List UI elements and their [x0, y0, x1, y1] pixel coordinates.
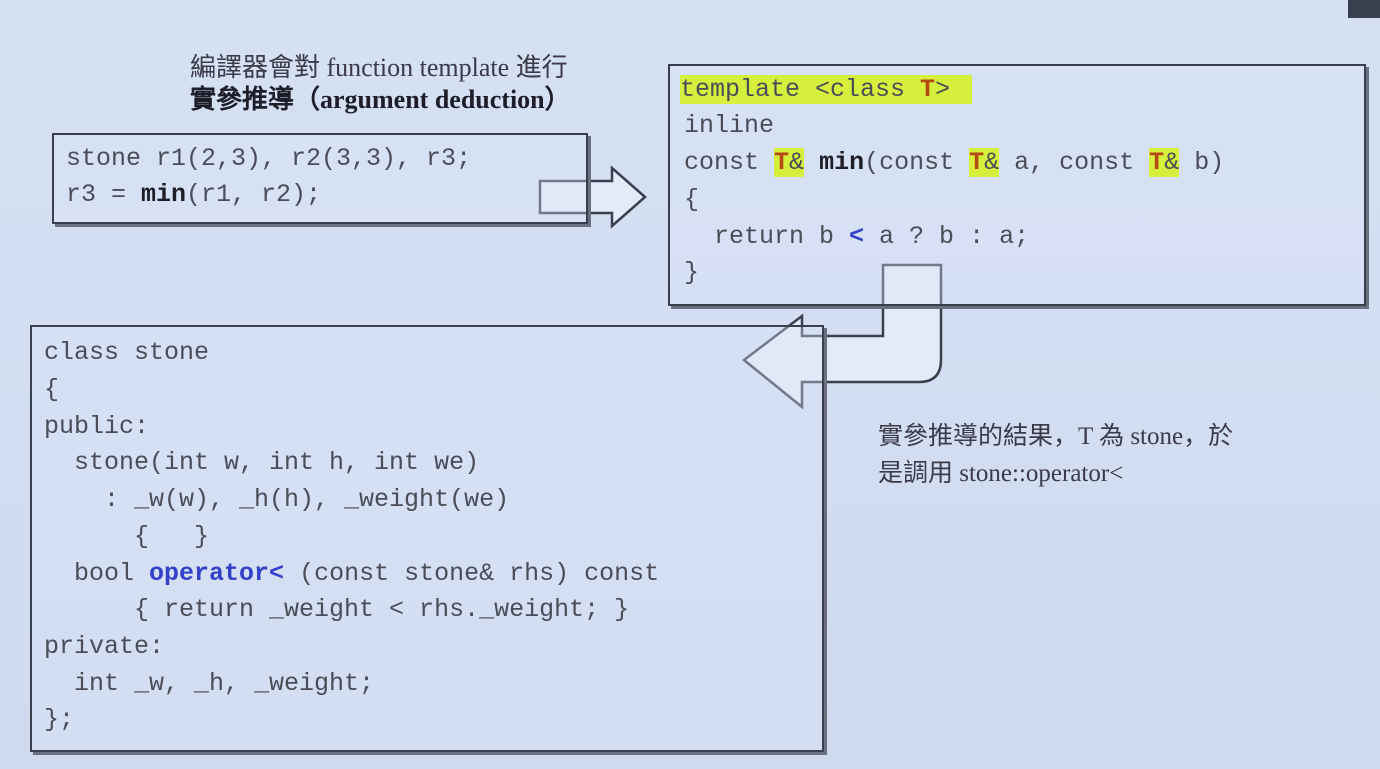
code-line: int _w, _h, _weight; — [44, 669, 375, 698]
code-line: { } — [44, 522, 210, 551]
code-line: stone r1(2,3), r2(3,3), r3; — [66, 144, 472, 173]
caption-result: 實參推導的結果，T 為 stone，於 是調用 stone::operator< — [878, 418, 1233, 492]
type-param: T — [920, 75, 936, 104]
code-line: bool operator< (const stone& rhs) const — [44, 556, 659, 592]
code-line: stone(int w, int h, int we) — [44, 448, 480, 477]
code-min: min — [819, 148, 865, 177]
type-param: T — [774, 148, 790, 177]
code-text: const — [684, 148, 775, 177]
code-text: return b — [684, 222, 850, 251]
template-code-box: template <class T> inline const T& min(c… — [668, 64, 1366, 306]
code-line: } — [684, 258, 700, 287]
code-line: const T& min(const T& a, const T& b) — [684, 145, 1224, 181]
class-code-box: class stone { public: stone(int w, int h… — [30, 325, 824, 752]
corner-icon — [1348, 0, 1380, 18]
code-line: template <class T> — [680, 72, 973, 108]
code-line: { — [684, 185, 700, 214]
code-line: { — [44, 375, 60, 404]
code-line: inline — [684, 111, 775, 140]
right-arrow-icon — [538, 165, 647, 229]
caption-bold: argument deduction — [320, 85, 545, 114]
highlight: template <class T> — [680, 75, 973, 104]
highlight: T& — [969, 148, 1000, 177]
caption-result-line2: 是調用 stone::operator< — [878, 460, 1124, 487]
bent-arrow-icon — [741, 263, 943, 410]
caption-top: 編譯器會對 function template 進行 實參推導（argument… — [190, 52, 571, 116]
code-text: & — [1164, 148, 1180, 177]
code-text: (const — [864, 148, 970, 177]
operator-less-than: operator< — [149, 559, 285, 588]
highlight: T& — [1149, 148, 1180, 177]
call-code-box: stone r1(2,3), r2(3,3), r3; r3 = min(r1,… — [52, 133, 588, 224]
caption-prefix: 實參推導（ — [190, 85, 321, 114]
code-text: template <class — [680, 75, 921, 104]
code-text: b) — [1179, 148, 1225, 177]
code-line: class stone — [44, 338, 210, 367]
caption-top-line2: 實參推導（argument deduction） — [190, 84, 571, 116]
code-text: & — [984, 148, 1000, 177]
code-text: a ? b : a; — [864, 222, 1030, 251]
code-text: > — [935, 75, 951, 104]
code-line: private: — [44, 632, 165, 661]
code-text: (r1, r2); — [186, 180, 322, 209]
type-param: T — [969, 148, 985, 177]
code-line: public: — [44, 412, 150, 441]
code-text: bool — [44, 559, 150, 588]
type-param: T — [1149, 148, 1165, 177]
highlight: T& — [774, 148, 805, 177]
caption-result-line1: 實參推導的結果，T 為 stone，於 — [878, 423, 1234, 450]
code-line: }; — [44, 705, 75, 734]
less-than-operator: < — [849, 222, 865, 251]
code-line: { return _weight < rhs._weight; } — [44, 595, 630, 624]
code-text: (const stone& rhs) const — [284, 559, 660, 588]
caption-top-line1: 編譯器會對 function template 進行 — [190, 53, 568, 82]
code-line: r3 = min(r1, r2); — [66, 177, 321, 213]
code-line: : _w(w), _h(h), _weight(we) — [44, 485, 510, 514]
code-text: r3 = — [66, 180, 142, 209]
caption-suffix: ） — [544, 85, 571, 114]
code-text: & — [789, 148, 805, 177]
code-text: a, const — [999, 148, 1150, 177]
code-line: return b < a ? b : a; — [684, 219, 1029, 255]
code-min: min — [141, 180, 187, 209]
